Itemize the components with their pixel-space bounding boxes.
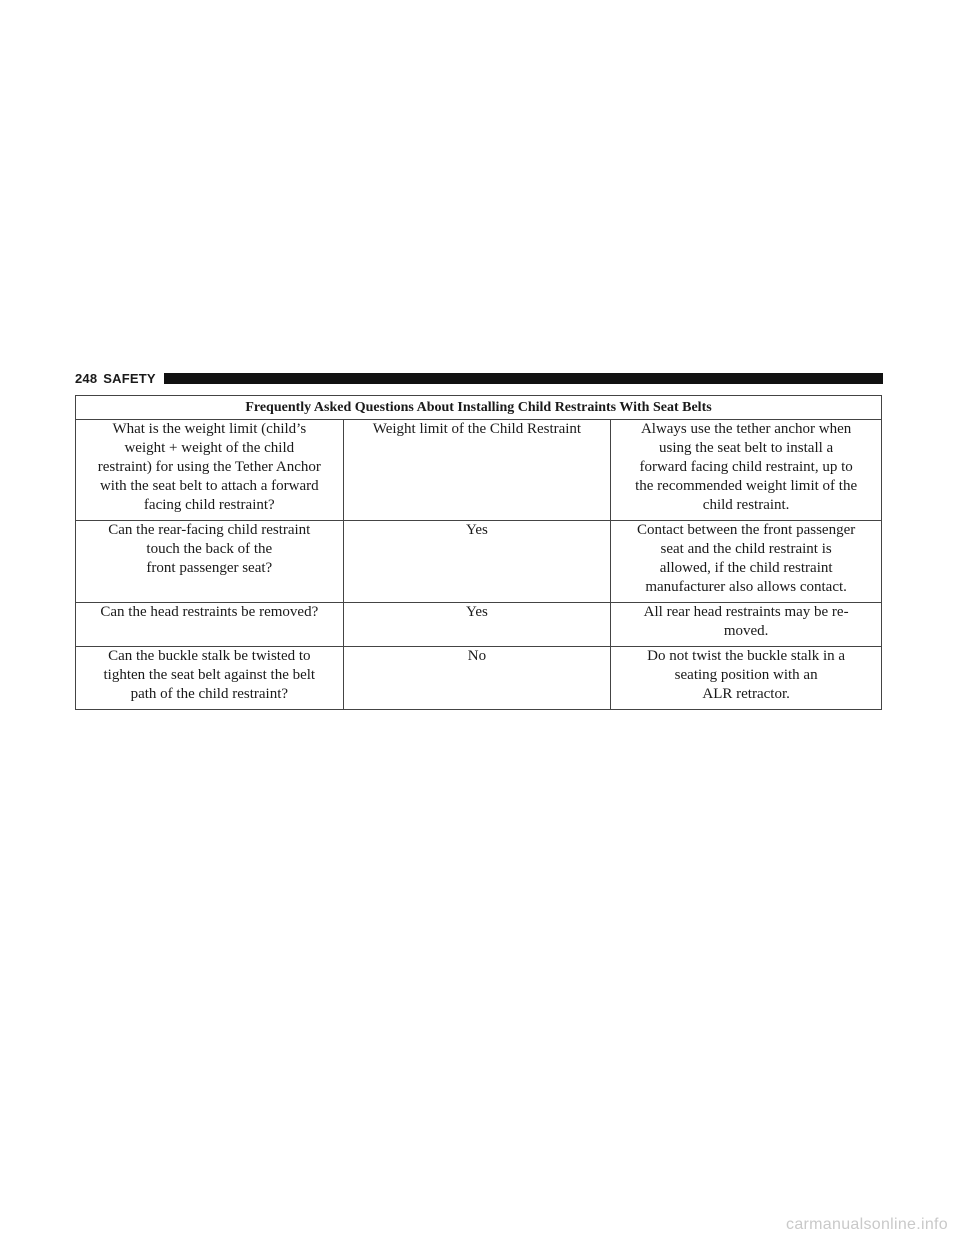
question-line: What is the weight limit (child’s xyxy=(112,421,307,437)
table-title: Frequently Asked Questions About Install… xyxy=(75,395,882,420)
answer-cell: No xyxy=(342,646,612,710)
table-row: What is the weight limit (child’s weight… xyxy=(75,419,882,521)
section-title: SAFETY xyxy=(103,370,156,386)
answer-line: Weight limit of the Child Restraint xyxy=(372,421,582,437)
answer-cell: Yes xyxy=(342,602,612,647)
page-number: 248 xyxy=(75,370,98,386)
note-line: seat and the child restraint is xyxy=(660,541,832,557)
table-row: Can the head restraints be removed? Yes … xyxy=(75,602,882,647)
question-line: Can the buckle stalk be twisted to xyxy=(108,648,311,664)
question-cell: Can the buckle stalk be twisted to tight… xyxy=(75,646,344,710)
page-header: 248 SAFETY xyxy=(75,370,883,386)
note-line: forward facing child restraint, up to xyxy=(639,459,853,475)
question-line: tighten the seat belt against the belt xyxy=(103,667,316,683)
answer-cell: Yes xyxy=(342,520,612,603)
answer-cell: Weight limit of the Child Restraint xyxy=(342,419,612,521)
question-line: front passenger seat? xyxy=(146,560,273,576)
answer-line: Yes xyxy=(466,604,488,620)
note-cell: Always use the tether anchor when using … xyxy=(610,419,882,521)
note-line: allowed, if the child restraint xyxy=(659,560,833,576)
question-cell: Can the head restraints be removed? xyxy=(75,602,344,647)
answer-line: Yes xyxy=(466,522,488,538)
answer-line: No xyxy=(467,648,487,664)
question-line: path of the child restraint? xyxy=(130,686,289,702)
table-header-row: Frequently Asked Questions About Install… xyxy=(75,395,882,420)
note-line: manufacturer also allows contact. xyxy=(645,579,847,595)
note-line: seating position with an xyxy=(674,667,818,683)
table-row: Can the rear-facing child restraint touc… xyxy=(75,520,882,603)
watermark: carmanualsonline.info xyxy=(786,1216,948,1233)
note-cell: Do not twist the buckle stalk in a seati… xyxy=(610,646,882,710)
note-cell: Contact between the front passenger seat… xyxy=(610,520,882,603)
note-line: ALR retractor. xyxy=(702,686,790,702)
note-cell: All rear head restraints may be re- move… xyxy=(610,602,882,647)
faq-table: Frequently Asked Questions About Install… xyxy=(75,395,882,710)
question-line: touch the back of the xyxy=(146,541,273,557)
table-row: Can the buckle stalk be twisted to tight… xyxy=(75,646,882,710)
question-line: weight + weight of the child xyxy=(124,440,295,456)
note-line: the recommended weight limit of the xyxy=(635,478,858,494)
note-line: Do not twist the buckle stalk in a xyxy=(647,648,846,664)
note-line: Contact between the front passenger xyxy=(636,522,856,538)
question-cell: What is the weight limit (child’s weight… xyxy=(75,419,344,521)
header-rule xyxy=(163,372,883,384)
note-line: All rear head restraints may be re- xyxy=(643,604,849,620)
note-line: child restraint. xyxy=(702,497,790,513)
question-cell: Can the rear-facing child restraint touc… xyxy=(75,520,344,603)
note-line: using the seat belt to install a xyxy=(659,440,834,456)
note-line: Always use the tether anchor when xyxy=(640,421,852,437)
question-line: Can the rear-facing child restraint xyxy=(108,522,311,538)
question-line: facing child restraint? xyxy=(143,497,275,513)
question-line: restraint) for using the Tether Anchor xyxy=(97,459,321,475)
question-line: Can the head restraints be removed? xyxy=(100,604,319,620)
note-line: moved. xyxy=(723,623,769,639)
question-line: with the seat belt to attach a forward xyxy=(99,478,319,494)
